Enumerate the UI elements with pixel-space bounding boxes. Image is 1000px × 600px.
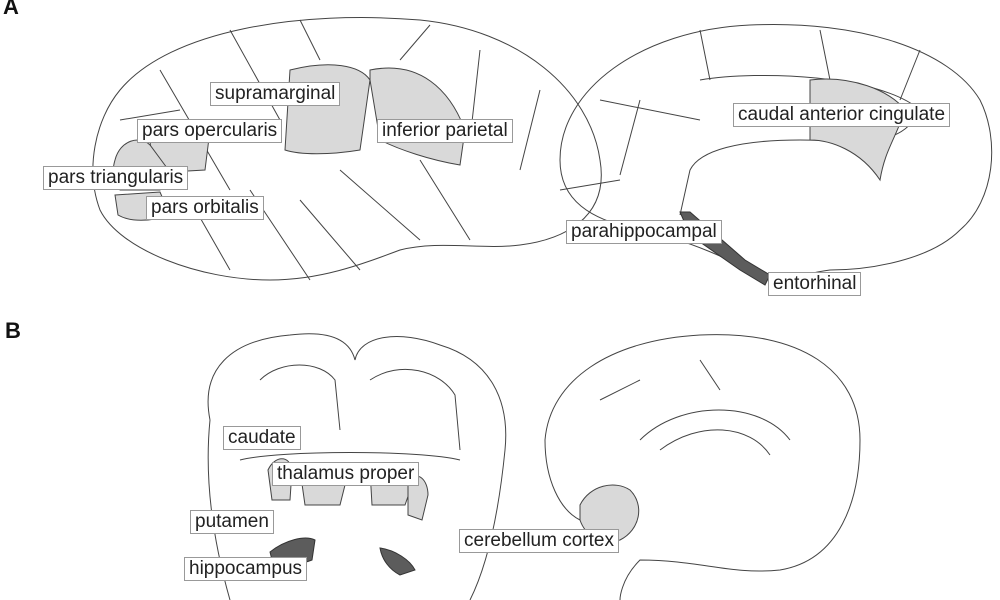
panel-label-a: A <box>3 0 19 19</box>
label-thalamus-proper: thalamus proper <box>272 462 420 486</box>
label-pars-triangularis: pars triangularis <box>43 166 189 190</box>
medial-brain-view <box>559 23 993 286</box>
label-hippocampus: hippocampus <box>184 557 308 581</box>
label-supramarginal: supramarginal <box>210 82 341 106</box>
label-caudal-anterior-cingulate: caudal anterior cingulate <box>733 103 951 127</box>
label-putamen: putamen <box>190 510 274 534</box>
label-inferior-parietal: inferior parietal <box>377 119 513 143</box>
panel-label-b: B <box>5 318 21 343</box>
label-entorhinal: entorhinal <box>768 272 862 296</box>
label-cerebellum-cortex: cerebellum cortex <box>459 529 619 553</box>
lateral-brain-view <box>92 17 602 281</box>
label-parahippocampal: parahippocampal <box>566 220 722 244</box>
sagittal-brain-slice <box>544 334 861 600</box>
label-pars-opercularis: pars opercularis <box>137 119 283 143</box>
label-pars-orbitalis: pars orbitalis <box>146 196 264 220</box>
label-caudate: caudate <box>223 426 301 450</box>
